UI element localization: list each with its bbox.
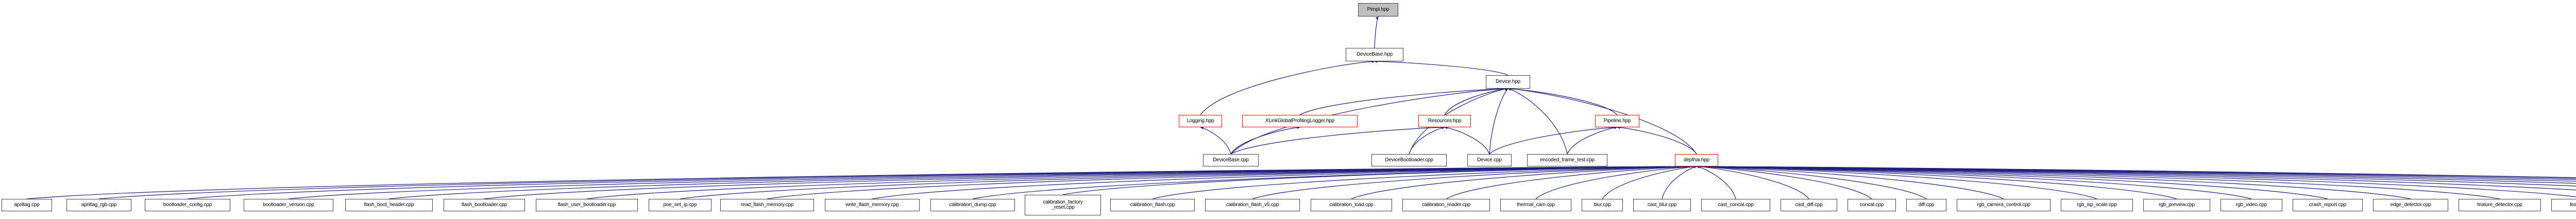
- graph-node-feature_tracker_cpp[interactable]: feature_tracker.cpp: [2551, 199, 2576, 211]
- graph-node-edge_detector_cpp[interactable]: edge_detector.cpp: [2373, 199, 2448, 211]
- graph-node-xlink_logger_hpp[interactable]: XLinkGlobalProfilingLogger.hpp: [1242, 115, 1358, 127]
- graph-node-label: cast_concat.cpp: [1718, 202, 1754, 208]
- graph-node-devicebootloader_cpp[interactable]: DeviceBootloader.cpp: [1371, 154, 1447, 166]
- graph-node-label: bootloader_version.cpp: [263, 202, 314, 208]
- graph-node-label: apriltag.cpp: [14, 202, 40, 208]
- graph-node-label: bootloader_config.cpp: [163, 202, 212, 208]
- graph-node-cast_blur_cpp[interactable]: cast_blur.cpp: [1633, 199, 1691, 211]
- graph-node-logging_hpp[interactable]: Logging.hpp: [1179, 115, 1222, 127]
- graph-node-calibration_load_cpp[interactable]: calibration_load.cpp: [1311, 199, 1392, 211]
- graph-node-pipeline_hpp[interactable]: Pipeline.hpp: [1595, 115, 1639, 127]
- graph-node-concat_cpp[interactable]: concat.cpp: [1848, 199, 1896, 211]
- graph-node-label: concat.cpp: [1859, 202, 1884, 208]
- graph-node-label: Logging.hpp: [1187, 118, 1214, 124]
- graph-node-calibration_reader_cpp[interactable]: calibration_reader.cpp: [1402, 199, 1490, 211]
- graph-node-label: flash_user_bootloader.cpp: [557, 202, 616, 208]
- graph-node-label: calibration_load.cpp: [1329, 202, 1374, 208]
- graph-node-label: crash_report.cpp: [2309, 202, 2346, 208]
- graph-node-blur_cpp[interactable]: blur.cpp: [1582, 199, 1623, 211]
- graph-node-device_hpp[interactable]: Device.hpp: [1486, 75, 1530, 89]
- graph-node-label: calibration_factory _reset.cpp: [1043, 199, 1083, 210]
- graph-node-rgb_preview_cpp[interactable]: rgb_preview.cpp: [2143, 199, 2210, 211]
- graph-node-flash_user_bootloader_cpp[interactable]: flash_user_bootloader.cpp: [536, 199, 638, 211]
- graph-node-label: Resources.hpp: [1428, 118, 1462, 124]
- graph-node-read_flash_memory_cpp[interactable]: read_flash_memory.cpp: [720, 199, 814, 211]
- graph-node-label: diff.cpp: [1918, 202, 1935, 208]
- graph-node-label: Device.hpp: [1495, 79, 1521, 85]
- graph-node-label: thermal_cam.cpp: [1517, 202, 1555, 208]
- graph-node-label: cast_diff.cpp: [1795, 202, 1823, 208]
- graph-node-label: rgb_preview.cpp: [2159, 202, 2195, 208]
- graph-node-encoded_frame_test_cpp[interactable]: encoded_frame_test.cpp: [1527, 154, 1607, 166]
- graph-node-device_cpp[interactable]: Device.cpp: [1467, 154, 1512, 166]
- graph-node-label: Device.cpp: [1477, 157, 1502, 163]
- graph-node-label: flash_boot_header.cpp: [364, 202, 414, 208]
- graph-node-label: read_flash_memory.cpp: [740, 202, 794, 208]
- graph-node-diff_cpp[interactable]: diff.cpp: [1906, 199, 1946, 211]
- graph-node-devicebase_cpp[interactable]: DeviceBase.cpp: [1203, 154, 1259, 166]
- graph-node-label: DeviceBase.cpp: [1213, 157, 1249, 163]
- graph-node-bootloader_version_cpp[interactable]: bootloader_version.cpp: [244, 199, 333, 211]
- graph-node-label: rgb_camera_control.cpp: [1977, 202, 2030, 208]
- graph-node-apriltag_cpp[interactable]: apriltag.cpp: [2, 199, 52, 211]
- graph-node-apriltag_rgb_cpp[interactable]: apriltag_rgb.cpp: [66, 199, 131, 211]
- graph-node-label: calibration_flash_v5.cpp: [1226, 202, 1279, 208]
- graph-node-label: rgb_isp_scale.cpp: [2077, 202, 2117, 208]
- graph-node-flash_boot_header_cpp[interactable]: flash_boot_header.cpp: [345, 199, 433, 211]
- graph-node-label: rgb_video.cpp: [2235, 202, 2267, 208]
- graph-node-label: Pipeline.hpp: [1603, 118, 1631, 124]
- graph-node-flash_bootloader_cpp[interactable]: flash_bootloader.cpp: [444, 199, 525, 211]
- graph-node-crash_report_cpp[interactable]: crash_report.cpp: [2293, 199, 2363, 211]
- graph-node-label: calibration_dump.cpp: [949, 202, 996, 208]
- graph-node-label: depthai.hpp: [1683, 157, 1710, 163]
- graph-node-label: encoded_frame_test.cpp: [1540, 157, 1595, 163]
- graph-node-label: feature_tracker.cpp: [2570, 202, 2576, 208]
- graph-node-feature_detector_cpp[interactable]: feature_detector.cpp: [2459, 199, 2541, 211]
- graph-node-label: blur.cpp: [1594, 202, 1611, 208]
- graph-node-label: DeviceBase.hpp: [1356, 52, 1393, 57]
- graph-node-calibration_flash_cpp[interactable]: calibration_flash.cpp: [1110, 199, 1195, 211]
- graph-node-depthai_hpp[interactable]: depthai.hpp: [1675, 154, 1718, 166]
- graph-node-rgb_video_cpp[interactable]: rgb_video.cpp: [2221, 199, 2282, 211]
- graph-node-cast_diff_cpp[interactable]: cast_diff.cpp: [1781, 199, 1837, 211]
- graph-node-pimpl[interactable]: Pimpl.hpp: [1358, 3, 1398, 16]
- graph-node-label: cast_blur.cpp: [1647, 202, 1677, 208]
- graph-node-cast_concat_cpp[interactable]: cast_concat.cpp: [1701, 199, 1770, 211]
- graph-node-resources_hpp[interactable]: Resources.hpp: [1418, 115, 1471, 127]
- graph-node-write_flash_memory_cpp[interactable]: write_flash_memory.cpp: [825, 199, 920, 211]
- graph-node-label: feature_detector.cpp: [2477, 202, 2522, 208]
- graph-node-calibration_flash_v5_cpp[interactable]: calibration_flash_v5.cpp: [1205, 199, 1300, 211]
- graph-node-calibration_dump_cpp[interactable]: calibration_dump.cpp: [930, 199, 1015, 211]
- graph-node-label: apriltag_rgb.cpp: [81, 202, 117, 208]
- graph-node-poe_set_ip_cpp[interactable]: poe_set_ip.cpp: [649, 199, 711, 211]
- graph-node-devicebase_hpp[interactable]: DeviceBase.hpp: [1346, 48, 1403, 61]
- graph-node-label: edge_detector.cpp: [2390, 202, 2431, 208]
- graph-node-thermal_cam_cpp[interactable]: thermal_cam.cpp: [1500, 199, 1571, 211]
- graph-node-rgb_camera_control_cpp[interactable]: rgb_camera_control.cpp: [1957, 199, 2050, 211]
- graph-node-label: poe_set_ip.cpp: [663, 202, 697, 208]
- graph-node-calibration_factory_reset_cpp[interactable]: calibration_factory _reset.cpp: [1025, 195, 1101, 215]
- graph-node-rgb_isp_scale_cpp[interactable]: rgb_isp_scale.cpp: [2061, 199, 2133, 211]
- graph-node-label: flash_bootloader.cpp: [461, 202, 507, 208]
- graph-node-label: XLinkGlobalProfilingLogger.hpp: [1265, 118, 1335, 124]
- graph-node-bootloader_config_cpp[interactable]: bootloader_config.cpp: [145, 199, 230, 211]
- graph-node-label: DeviceBootloader.cpp: [1385, 157, 1433, 163]
- graph-node-label: calibration_flash.cpp: [1130, 202, 1175, 208]
- graph-node-label: calibration_reader.cpp: [1422, 202, 1470, 208]
- graph-node-label: write_flash_memory.cpp: [845, 202, 899, 208]
- graph-node-label: Pimpl.hpp: [1367, 7, 1389, 12]
